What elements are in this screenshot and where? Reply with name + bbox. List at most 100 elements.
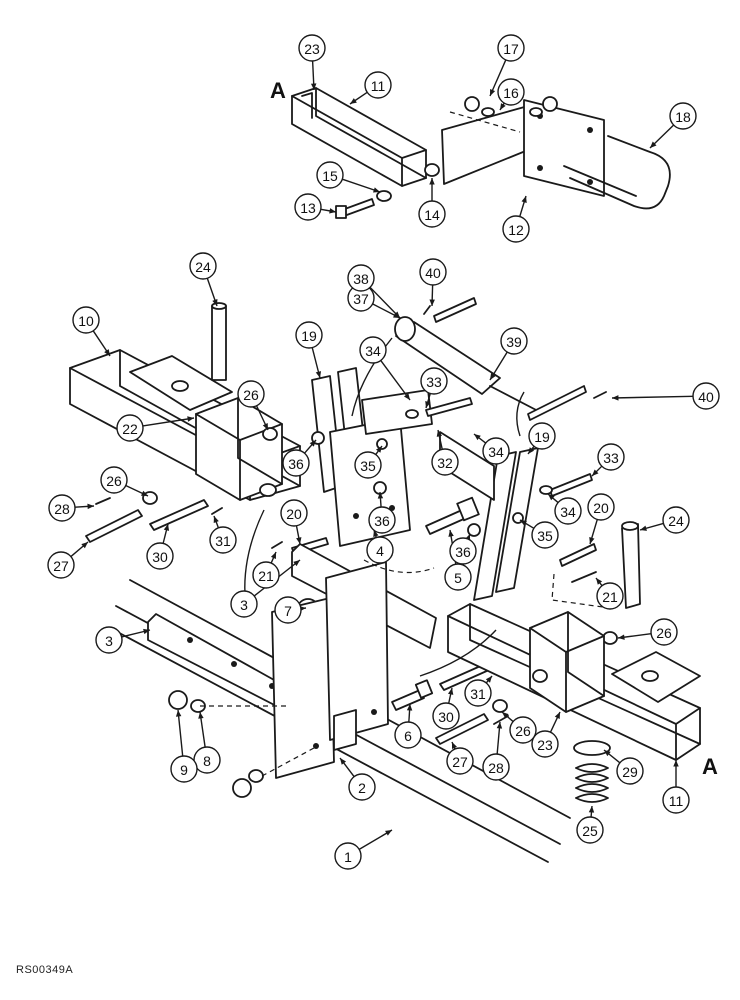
- washer-34a: [405, 409, 419, 419]
- callout-circle: [464, 679, 492, 707]
- callout-31: 31: [209, 515, 237, 554]
- callout-circle: [334, 842, 362, 870]
- callout-circle: [500, 327, 528, 355]
- callout-arrowhead: [350, 98, 357, 104]
- callout-arrowhead: [429, 299, 435, 306]
- callout-22: 22: [116, 414, 195, 442]
- callout-circle: [528, 422, 556, 450]
- callout-circle: [347, 264, 375, 292]
- callout-38: 38: [347, 264, 401, 319]
- inset-nut-17b: [542, 96, 558, 112]
- callout-36: 36: [368, 491, 396, 534]
- callout-arrowhead: [104, 349, 110, 356]
- spring-25: [575, 763, 609, 803]
- callout-number: 26: [515, 723, 531, 739]
- callout-number: 27: [452, 754, 468, 770]
- pin-21-left: [271, 541, 283, 549]
- callout-40: 40: [419, 258, 447, 307]
- washer-29: [573, 740, 611, 756]
- callout-30: 30: [432, 687, 460, 730]
- pin-39-top: [433, 297, 477, 323]
- callout-40: 40: [611, 382, 720, 410]
- callout-circle: [431, 448, 459, 476]
- callout-number: 40: [425, 265, 441, 281]
- callout-number: 33: [426, 374, 442, 390]
- callout-number: 23: [304, 41, 320, 57]
- inset-plate-12: [523, 99, 605, 197]
- callout-circle: [596, 582, 624, 610]
- callout-circle: [531, 521, 559, 549]
- callout-18: 18: [649, 102, 697, 149]
- callout-circle: [587, 493, 615, 521]
- callout-number: 36: [455, 544, 471, 560]
- callout-arrowhead: [528, 447, 535, 454]
- callout-35: 35: [354, 445, 383, 479]
- callout-circle: [394, 721, 422, 749]
- callout-number: 28: [488, 760, 504, 776]
- callout-21: 21: [595, 577, 624, 610]
- callout-11: 11: [349, 71, 392, 105]
- callout-leader: [177, 709, 184, 757]
- callout-arrowhead: [425, 401, 431, 408]
- callout-arrowhead: [589, 537, 595, 544]
- callout-arrowhead: [375, 446, 382, 453]
- callout-arrowhead: [673, 760, 679, 767]
- pin-27-left: [85, 509, 143, 543]
- callout-arrowhead: [212, 299, 218, 306]
- callout-circle: [444, 563, 472, 591]
- callout-arrowhead: [596, 578, 603, 585]
- callout-arrowhead: [496, 722, 503, 729]
- callout-36: 36: [449, 533, 477, 565]
- callout-arrowhead: [403, 393, 410, 400]
- plate-32: [361, 389, 433, 435]
- callout-26: 26: [100, 466, 149, 497]
- callout-circle: [692, 382, 720, 410]
- washer-34c: [539, 485, 553, 495]
- callout-number: 22: [122, 421, 138, 437]
- callout-circle: [116, 414, 144, 442]
- callout-6: 6: [394, 703, 422, 749]
- view-letter-a-bottom: A: [702, 754, 718, 779]
- callout-arrowhead: [588, 806, 595, 813]
- callout-20: 20: [280, 499, 308, 545]
- pin-24-left: [211, 305, 227, 381]
- callout-number: 38: [353, 271, 369, 287]
- callout-arrowhead: [554, 712, 560, 719]
- callout-arrowhead: [315, 371, 322, 378]
- callout-number: 34: [488, 444, 504, 460]
- callout-arrowhead: [329, 208, 336, 214]
- callout-arrowhead: [310, 83, 317, 90]
- bolt-5: [425, 509, 467, 535]
- callout-arrowhead: [143, 628, 150, 635]
- callout-circle: [294, 193, 322, 221]
- callout-24: 24: [639, 506, 690, 534]
- callout-arrowhead: [436, 430, 443, 437]
- callout-leader: [142, 417, 195, 427]
- callout-circle: [48, 494, 76, 522]
- callout-circle: [359, 336, 387, 364]
- callout-number: 36: [288, 456, 304, 472]
- inset-washer-15: [376, 190, 392, 202]
- callout-28: 28: [482, 721, 510, 781]
- callout-21: 21: [252, 551, 280, 589]
- callout-circle: [449, 537, 477, 565]
- callout-number: 1: [344, 849, 352, 865]
- callout-circle: [295, 321, 323, 349]
- callout-9: 9: [170, 709, 198, 783]
- callout-number: 26: [106, 473, 122, 489]
- inset-bushing-14: [424, 163, 440, 177]
- callout-3: 3: [230, 559, 301, 618]
- callout-11: 11: [662, 760, 690, 814]
- callout-circle: [348, 773, 376, 801]
- callout-leader: [369, 286, 401, 319]
- callout-arrowhead: [500, 103, 506, 110]
- cotter-28-left: [95, 497, 111, 505]
- callout-number: 2: [358, 780, 366, 796]
- callout-circle: [368, 506, 396, 534]
- callout-arrowhead: [141, 490, 148, 496]
- callout-27: 27: [446, 741, 474, 775]
- callout-16: 16: [497, 78, 525, 111]
- callout-circle: [662, 506, 690, 534]
- callout-20: 20: [587, 493, 615, 545]
- callout-37: 37: [347, 284, 401, 319]
